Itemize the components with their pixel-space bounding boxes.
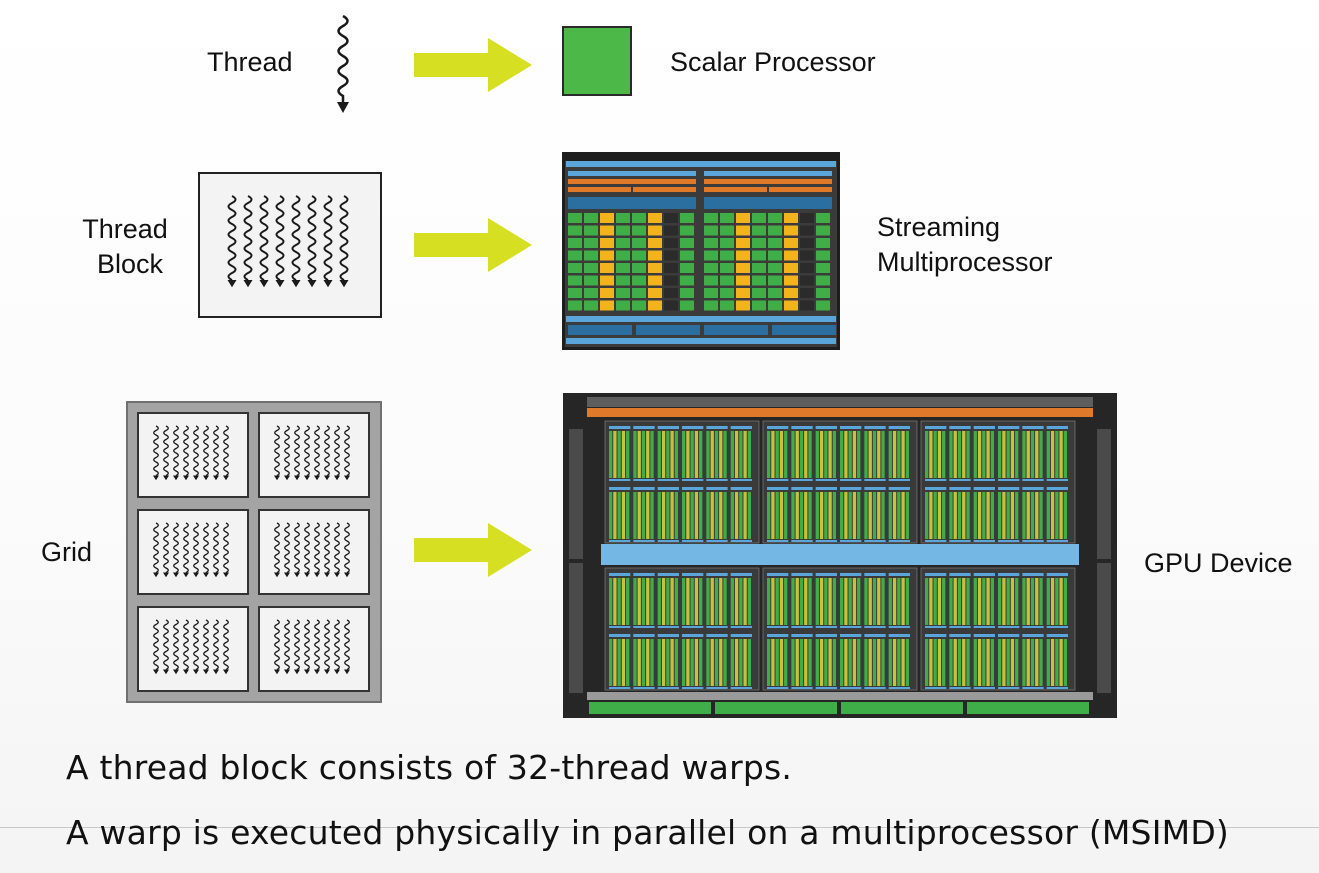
streaming-multiprocessor-label-line2: Multiprocessor: [877, 247, 1053, 278]
streaming-multiprocessor-label-line1: Streaming: [877, 212, 1001, 242]
grid-label: Grid: [41, 537, 93, 567]
grid-box: [126, 401, 382, 703]
caption-line-1: A thread block consists of 32-thread war…: [66, 748, 793, 787]
caption-line-2: A warp is executed physically in paralle…: [66, 813, 1229, 852]
grid-block-warps-icon: [153, 522, 229, 578]
thread-block-box: [198, 172, 382, 318]
grid-block-2: [258, 412, 370, 498]
gpu-diagram-graphic: [569, 397, 1111, 714]
grid-block-5: [137, 606, 249, 692]
grid-block-warps-icon: [153, 425, 229, 481]
grid-block-warps-icon: [274, 425, 350, 481]
thread-label: Thread: [207, 47, 293, 77]
thread-block-label-line2: Block: [96, 249, 164, 280]
thread-block-label-line1: Thread: [82, 214, 168, 244]
grid-block-warps-icon: [274, 619, 350, 675]
right-arrow-icon-1: [414, 38, 532, 92]
streaming-multiprocessor-label: Streaming Multiprocessor: [877, 210, 1053, 280]
grid-block-4: [258, 509, 370, 595]
thread-block-label: Thread Block: [80, 212, 170, 282]
grid-block-warps-icon: [153, 619, 229, 675]
sm-diagram-graphic: [565, 161, 837, 347]
thread-block-warps-icon: [227, 195, 349, 288]
grid-block-warps-icon: [274, 522, 350, 578]
scalar-processor-label: Scalar Processor: [670, 47, 876, 77]
divider-line: [0, 827, 1319, 828]
grid-block-6: [258, 606, 370, 692]
gpu-device-diagram: [563, 393, 1117, 718]
streaming-multiprocessor-diagram: [562, 152, 840, 350]
gpu-device-label: GPU Device: [1144, 548, 1293, 578]
right-arrow-icon-2: [414, 218, 532, 272]
thread-wavy-icon: [337, 14, 349, 113]
scalar-processor-box: [562, 26, 632, 96]
right-arrow-icon-3: [414, 523, 532, 577]
grid-block-1: [137, 412, 249, 498]
grid-block-3: [137, 509, 249, 595]
